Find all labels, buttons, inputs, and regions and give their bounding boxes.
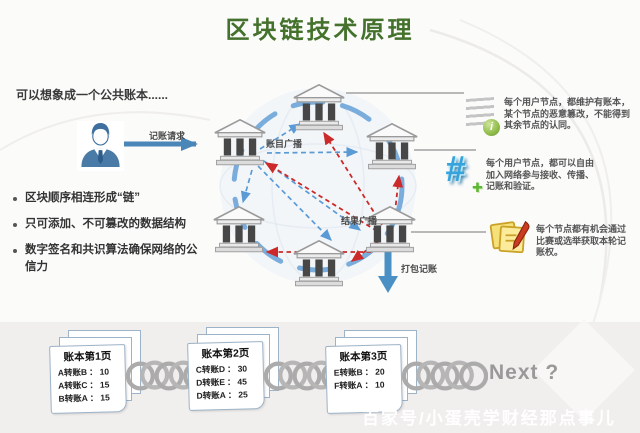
row-value: 20 — [375, 366, 385, 377]
watermark-text: 百家号/小蛋壳学财经那点事儿 — [362, 409, 616, 428]
ledger-info-icon: i — [466, 96, 500, 136]
info-icon: i — [483, 119, 500, 136]
row-value: 10 — [374, 379, 385, 390]
row-label: F转账A — [334, 380, 363, 391]
row-label: A转账C — [58, 380, 88, 391]
row-label: E转账B — [333, 367, 363, 378]
notes-pen-icon — [489, 219, 533, 257]
bank-node-lower-left — [213, 206, 265, 253]
row-separator: ： — [89, 379, 99, 391]
row-separator: ： — [364, 366, 374, 377]
row-label: B转账A — [58, 393, 88, 405]
result-broadcast-label: 结果广播 — [341, 216, 378, 226]
bullet-item: 区块顺序相连形成“链” — [10, 190, 202, 208]
ledger-page: 账本第2页 C转账D ： 30 D转账E ： 45 D转账A ： 25 — [187, 341, 265, 411]
row-label: D转账E — [196, 377, 226, 388]
row-separator: ： — [88, 366, 98, 377]
ledger-page-title: 账本第1页 — [63, 350, 112, 364]
bullet-item: 数字签名和共识算法确保网络的公信力 — [10, 242, 202, 278]
request-label: 记账请求 — [149, 131, 186, 141]
bank-node-upper-left — [214, 119, 266, 166]
network-ring — [231, 99, 405, 273]
ledger-row: F转账A ： 10 — [327, 378, 401, 393]
page-title: 区块链技术原理 — [225, 17, 415, 44]
key-points-list: 区块顺序相连形成“链” 只可添加、不可篡改的数据结构 数字签名和共识算法确保网络… — [10, 190, 202, 285]
row-value: 10 — [99, 366, 110, 377]
annotation-text: 每个用户节点，都维护有账本，某个节点的恶意篡改，不能得到其余节点的认同。 — [504, 97, 631, 131]
intro-text: 可以想象成一个公共账本...... — [16, 88, 169, 102]
package-arrow — [378, 250, 398, 293]
row-separator: ： — [364, 379, 374, 391]
package-record-label: 打包记账 — [401, 264, 438, 274]
row-label: A转账B — [57, 367, 88, 378]
bank-node-upper-right — [366, 123, 418, 170]
hash-glyph: # — [445, 148, 466, 189]
user-card — [77, 121, 124, 171]
next-label: Next ? — [489, 361, 560, 384]
row-value: 30 — [237, 363, 248, 374]
row-label: D转账A — [196, 390, 226, 402]
row-value: 25 — [238, 389, 248, 401]
row-separator: ： — [226, 363, 236, 374]
row-label: C转账D — [195, 364, 226, 375]
bank-node-bottom — [293, 240, 345, 287]
ledger-page: 账本第1页 A转账B ： 10 A转账C ： 15 B转账A ： 15 — [49, 344, 127, 414]
person-icon — [77, 121, 124, 169]
bank-node-top — [293, 84, 345, 131]
ledger-broadcast-label: 账目广播 — [266, 139, 303, 149]
row-separator: ： — [89, 393, 99, 404]
row-separator: ： — [227, 390, 237, 401]
annotation-connectors — [346, 92, 486, 233]
annotation-text: 每个用户节点，都可以自由加入网络参与接收、传播、记账和验证。 — [486, 158, 595, 192]
ledger-page-stack-3: 账本第3页 E转账B ： 20 F转账A ： 10 — [325, 330, 422, 416]
row-value: 45 — [237, 376, 248, 387]
row-value: 15 — [99, 379, 110, 390]
ledger-page-title: 账本第2页 — [201, 347, 250, 361]
row-value: 15 — [100, 392, 110, 404]
chain-link-icon — [402, 355, 488, 397]
ledger-page-title: 账本第3页 — [339, 350, 388, 364]
ledger-row: B转账A ： 15 — [51, 391, 125, 406]
bullet-item: 只可添加、不可篡改的数据结构 — [10, 216, 202, 234]
row-separator: ： — [226, 376, 236, 388]
annotation-text: 每个节点都有机会通过比赛或选举获取本轮记账权。 — [536, 224, 627, 258]
hash-network-icon: # ✚ — [443, 148, 483, 195]
ledger-row: D转账A ： 25 — [189, 388, 263, 403]
plus-icon: ✚ — [472, 180, 483, 195]
